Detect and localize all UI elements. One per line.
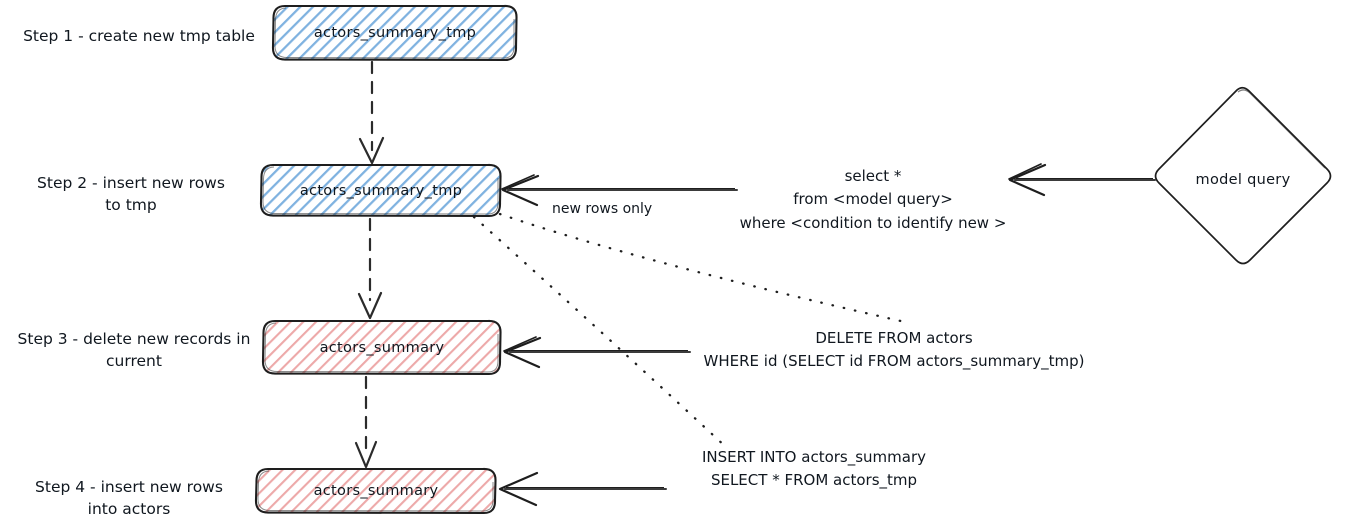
node-tmp-1-shape (271, 4, 518, 62)
node-model-query-shape (1154, 86, 1332, 265)
flow-arrow-step2-step3 (357, 217, 383, 320)
node-tmp-1-label: actors_summary_tmp (313, 25, 477, 41)
step-label-1: Step 1 - create new tmp table (23, 27, 255, 45)
node-summary-1-shape (261, 319, 502, 376)
flow-arrow-step3-step4 (354, 375, 378, 469)
edge-label-insert-sql: INSERT INTO actors_summary SELECT * FROM… (701, 448, 927, 490)
step-label-3: Step 3 - delete new records in current (17, 330, 251, 371)
node-model-query-label: model query (1195, 172, 1291, 188)
edge-label-new-rows-only: new rows only (552, 201, 653, 217)
node-summary-1-label: actors_summary (319, 339, 445, 356)
node-tmp-2-shape (259, 163, 502, 218)
flow-arrow-delete-to-summary1 (503, 336, 691, 369)
node-summary-2-shape (254, 467, 497, 515)
node-summary-2-label: actors_summary (313, 483, 439, 499)
node-tmp-2-label: actors_summary_tmp (299, 182, 463, 199)
flow-arrow-insert-to-summary2 (498, 471, 667, 507)
edge-label-model-query-sql: select * from <model query> where <condi… (739, 167, 1007, 232)
flow-arrow-step1-step2 (358, 60, 385, 165)
step-label-2: Step 2 - insert new rows to tmp (37, 174, 225, 215)
flow-arrow-modelquery-to-sql (1008, 163, 1156, 197)
step-label-4: Step 4 - insert new rows into actors (35, 478, 223, 519)
edge-label-delete-sql: DELETE FROM actors WHERE id (SELECT id F… (703, 329, 1085, 371)
